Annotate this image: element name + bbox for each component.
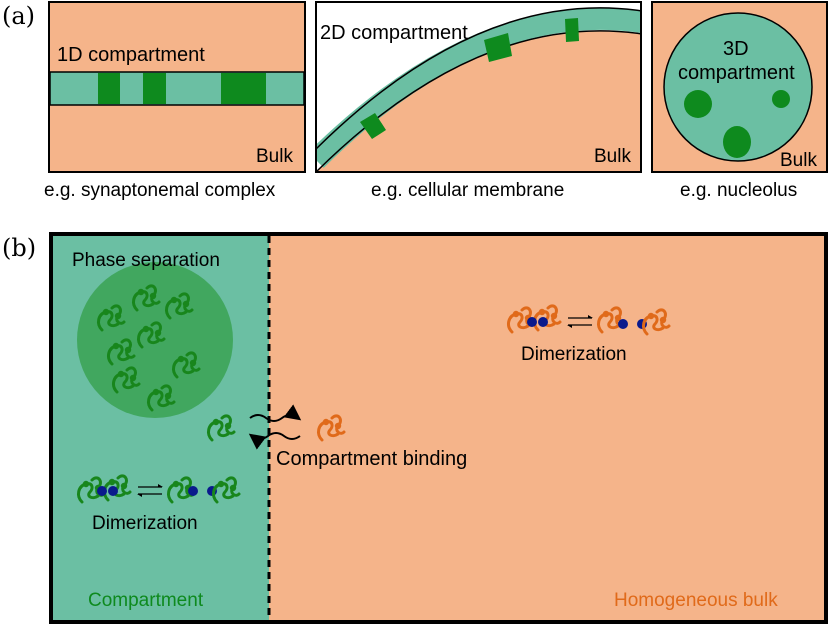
- caption-3d: e.g. nucleolus: [680, 180, 798, 201]
- domain-2d-a: [360, 113, 386, 139]
- label-homogeneous-bulk: Homogeneous bulk: [614, 590, 778, 611]
- phase-droplet: [77, 262, 233, 418]
- label-3d-line1: 3D: [723, 38, 749, 60]
- droplet-b: [772, 90, 790, 108]
- label-3d-line2: compartment: [678, 62, 795, 84]
- panel-a-letter: (a): [2, 2, 36, 30]
- label-1d-compartment: 1D compartment: [57, 44, 205, 66]
- domain-2d-b: [484, 33, 512, 62]
- bind-arrow: [248, 432, 301, 450]
- box-3d: [651, 1, 828, 173]
- panel-b-letter: (b): [2, 234, 37, 262]
- label-phase-separation: Phase separation: [72, 250, 220, 271]
- panel-b-box: [49, 232, 828, 624]
- caption-1d: e.g. synaptonemal complex: [44, 180, 276, 201]
- domain-2d-c: [565, 18, 579, 42]
- droplet-a: [684, 90, 712, 118]
- label-bulk-3: Bulk: [780, 150, 817, 171]
- box-2d: [315, 1, 642, 173]
- domain-1d-c: [221, 73, 266, 104]
- label-dimerization-right: Dimerization: [521, 344, 627, 365]
- dimerization-compartment: [77, 474, 241, 504]
- label-dimerization-left: Dimerization: [92, 513, 198, 534]
- label-compartment-binding: Compartment binding: [276, 448, 468, 470]
- dimerization-bulk: [507, 304, 671, 336]
- domain-1d-b: [143, 73, 166, 104]
- box-1d: [48, 1, 306, 173]
- label-bulk-1: Bulk: [256, 146, 293, 167]
- label-compartment: Compartment: [88, 590, 204, 611]
- droplet-c: [723, 126, 751, 158]
- unbind-arrow: [249, 404, 302, 422]
- label-2d-compartment: 2D compartment: [320, 22, 468, 44]
- caption-2d: e.g. cellular membrane: [371, 180, 565, 201]
- binding-exchange: [207, 404, 346, 450]
- label-bulk-2: Bulk: [594, 146, 631, 167]
- domain-1d-a: [98, 73, 120, 104]
